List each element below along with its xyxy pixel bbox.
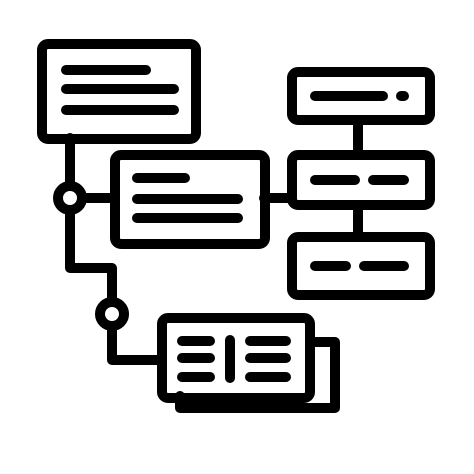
junction-node-bottom (95, 297, 129, 331)
right-card-top (287, 67, 435, 125)
junction-node-top (53, 181, 87, 215)
bottom-card-stack (157, 313, 340, 413)
center-card (110, 150, 270, 249)
right-card-middle (287, 150, 435, 210)
right-card-bottom (287, 232, 435, 300)
top-left-card (37, 39, 201, 144)
